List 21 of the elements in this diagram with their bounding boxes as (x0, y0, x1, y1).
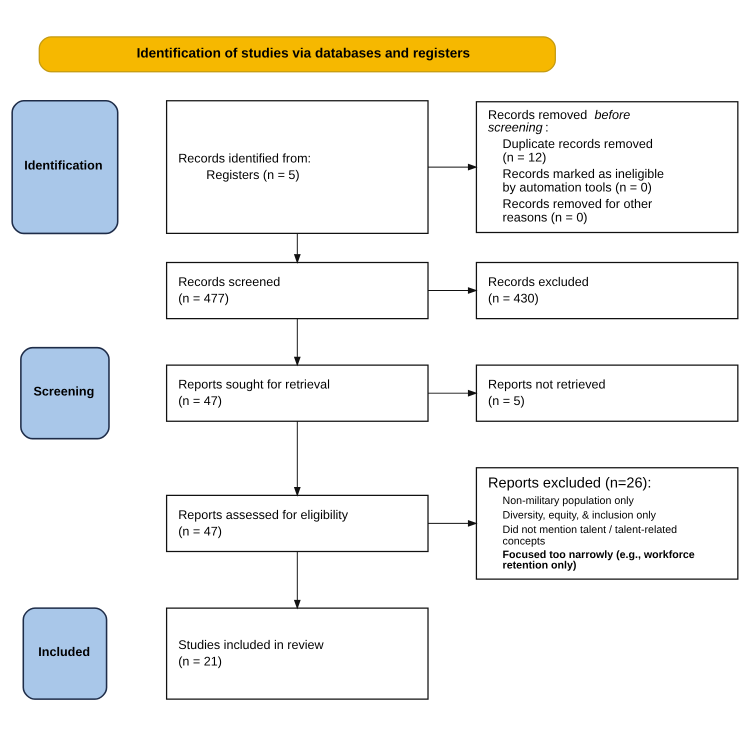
node-box: Included (22, 607, 108, 700)
arrow (294, 420, 301, 497)
node-box: Records removed before screening: Duplicate records removed (n = 12) Records marked as ineligible by automation tools (n = 0) Records removed for other reasons (n = 0) (476, 101, 738, 234)
node-box: Identification of studies via databases and registers (38, 36, 556, 72)
node-box: Reports not retrieved (n = 5) (476, 364, 738, 422)
node-box: Identification (11, 100, 118, 234)
arrow (294, 318, 301, 366)
node-box: Studies included in review (n = 21) (166, 607, 429, 700)
node-box: Reports sought for retrieval (n = 47) (166, 364, 429, 422)
node-box: Records screened (n = 477) (166, 262, 429, 320)
arrow (294, 551, 301, 610)
arrow (428, 520, 478, 527)
arrow (428, 390, 478, 397)
arrow (294, 232, 301, 264)
arrow (428, 287, 478, 294)
node-box: Reports excluded (n=26): Non-military population only Diversity, equity, & inclusion only Did not mention talent / talent-related concepts Focused too narrowly (e.g., workforce retention only) (476, 467, 738, 580)
node-box: Records excluded (n = 430) (476, 262, 738, 320)
node-box: Reports assessed for eligibility (n = 47) (166, 494, 429, 552)
arrow (428, 164, 478, 170)
node-box: Records identified from: Registers (n = 5) (166, 100, 429, 234)
node-box: Screening (20, 346, 110, 440)
